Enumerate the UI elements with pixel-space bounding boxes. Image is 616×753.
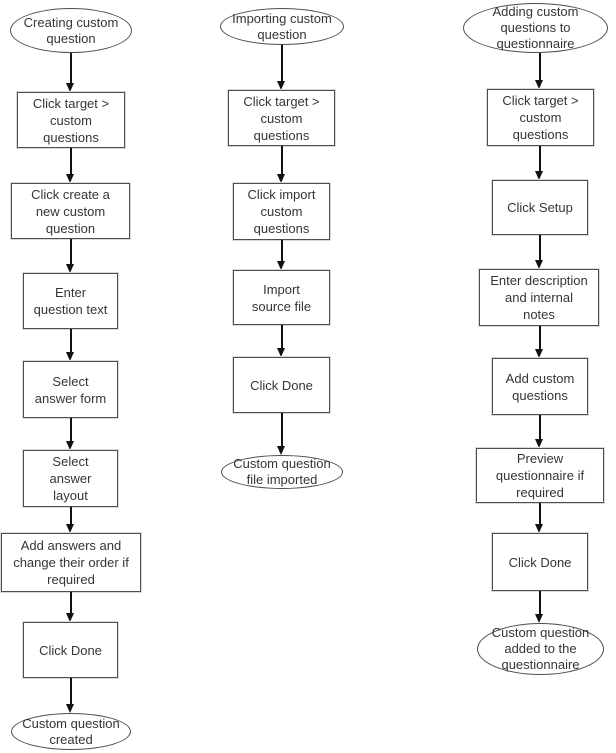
process-click-done-2: Click Done — [233, 357, 330, 413]
process-enter-description-internal-notes: Enter description and internal notes — [479, 269, 599, 326]
process-add-answers-change-order: Add answers and change their order if re… — [1, 533, 141, 592]
process-click-target-custom-questions-2: Click target > custom questions — [228, 90, 335, 146]
connector-arrow — [66, 329, 75, 361]
process-import-source-file: Import source file — [233, 270, 330, 325]
connector-arrow — [66, 239, 75, 273]
connector-arrow — [535, 415, 544, 448]
process-enter-question-text: Enter question text — [23, 273, 118, 329]
connector-arrow — [277, 146, 286, 183]
terminator-adding-custom-questions: Adding custom questions to questionnaire — [463, 3, 608, 53]
connector-arrow — [277, 325, 286, 357]
terminator-custom-question-file-imported: Custom question file imported — [221, 455, 343, 489]
connector-arrow — [66, 53, 75, 92]
connector-arrow — [535, 326, 544, 358]
process-click-setup: Click Setup — [492, 180, 588, 235]
process-click-import-custom-questions: Click import custom questions — [233, 183, 330, 240]
connector-arrow — [535, 235, 544, 269]
connector-arrow — [66, 148, 75, 183]
connector-arrow — [535, 53, 544, 89]
connector-arrow — [277, 413, 286, 455]
connector-arrow — [66, 678, 75, 713]
process-click-create-new-custom-question: Click create a new custom question — [11, 183, 130, 239]
connector-arrow — [66, 418, 75, 450]
connector-arrow — [535, 591, 544, 623]
process-click-target-custom-questions-3: Click target > custom questions — [487, 89, 594, 146]
connector-arrow — [66, 592, 75, 622]
connector-arrow — [277, 45, 286, 90]
connector-arrow — [277, 240, 286, 270]
process-add-custom-questions: Add custom questions — [492, 358, 588, 415]
process-preview-questionnaire: Preview questionnaire if required — [476, 448, 604, 503]
connector-arrow — [535, 503, 544, 533]
connector-arrow — [66, 507, 75, 533]
process-click-done-1: Click Done — [23, 622, 118, 678]
connector-arrow — [535, 146, 544, 180]
terminator-creating-custom-question: Creating custom question — [10, 8, 132, 53]
process-select-answer-form: Select answer form — [23, 361, 118, 418]
process-click-done-3: Click Done — [492, 533, 588, 591]
terminator-custom-question-added: Custom question added to the questionnai… — [477, 623, 604, 675]
terminator-custom-question-created: Custom question created — [11, 713, 131, 750]
process-select-answer-layout: Select answer layout — [23, 450, 118, 507]
process-click-target-custom-questions-1: Click target > custom questions — [17, 92, 125, 148]
terminator-importing-custom-question: Importing custom question — [220, 8, 344, 45]
